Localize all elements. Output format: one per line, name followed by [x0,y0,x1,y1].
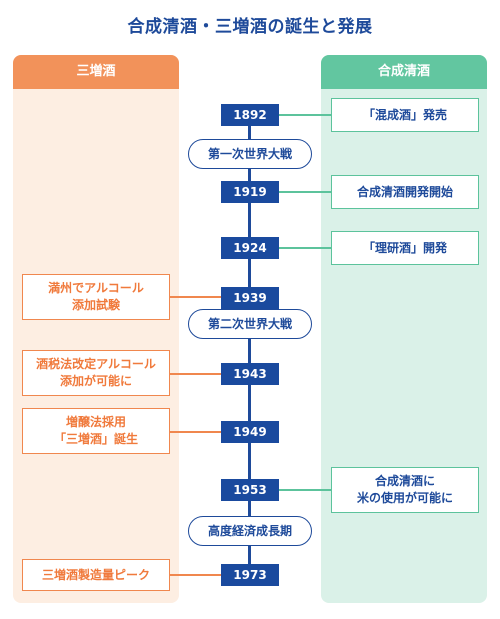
sanzoshu-event-box: 三増酒製造量ピーク [22,559,170,591]
event-text-line: 添加試験 [71,298,120,312]
sanzoshu-event-box: 酒税法改定アルコール 添加が可能に [22,350,170,396]
connector-right [279,247,331,249]
year-marker: 1953 [221,479,279,501]
connector-right [279,191,331,193]
sanzoshu-event-box: 増醸法採用 「三増酒」誕生 [22,408,170,454]
connector-left [170,373,221,375]
event-text-line: 増醸法採用 [65,415,126,429]
year-marker: 1973 [221,564,279,586]
year-marker: 1939 [221,287,279,309]
year-marker: 1943 [221,363,279,385]
left-column-header: 三増酒 [13,55,179,89]
event-text-line: 「混成酒」発売 [362,107,447,122]
right-column-background [321,55,487,603]
event-text-line: 米の使用が可能に [356,491,453,505]
era-label: 高度経済成長期 [188,516,312,546]
right-column-header: 合成清酒 [321,55,487,89]
event-text-line: 「三増酒」誕生 [53,432,138,446]
sanzoshu-event-box: 満州でアルコール 添加試験 [22,274,170,320]
event-text-line: 「理研酒」開発 [362,240,447,255]
era-label: 第二次世界大戦 [188,309,312,339]
event-text-line: 添加が可能に [59,374,132,388]
timeline-axis [248,105,251,583]
event-text-line: 合成清酒に [374,474,435,488]
connector-left [170,574,221,576]
year-marker: 1892 [221,104,279,126]
connector-right [279,489,331,491]
goseiseishu-event-box: 「理研酒」開発 [331,231,479,265]
event-text-line: 三増酒製造量ピーク [41,567,150,582]
diagram-title: 合成清酒・三増酒の誕生と発展 [127,17,373,37]
year-marker: 1919 [221,181,279,203]
event-text-line: 合成清酒開発開始 [356,184,453,199]
era-label: 第一次世界大戦 [188,139,312,169]
goseiseishu-event-box: 「混成酒」発売 [331,98,479,132]
left-column-background [13,55,179,603]
event-text-line: 満州でアルコール [48,281,144,295]
event-text-line: 酒税法改定アルコール [36,357,156,371]
goseiseishu-event-box: 合成清酒に 米の使用が可能に [331,467,479,513]
connector-left [170,296,221,298]
connector-right [279,114,331,116]
connector-left [170,431,221,433]
year-marker: 1924 [221,237,279,259]
year-marker: 1949 [221,421,279,443]
goseiseishu-event-box: 合成清酒開発開始 [331,175,479,209]
